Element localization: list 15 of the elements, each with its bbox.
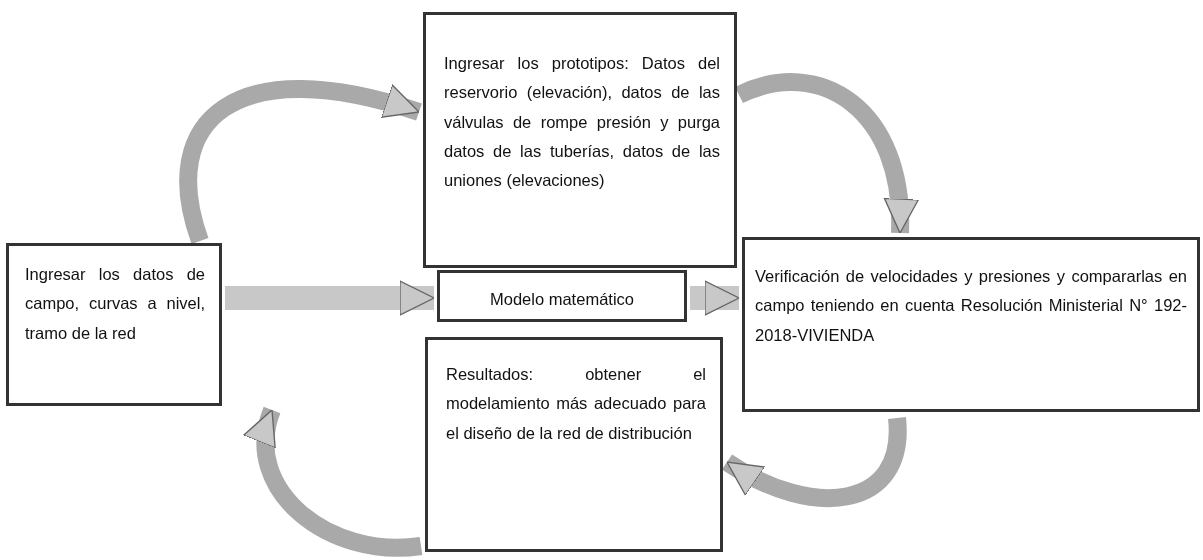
process-box (6, 243, 222, 406)
process-box (425, 337, 723, 552)
block-arrow (690, 280, 740, 316)
process-box (742, 237, 1200, 412)
process-box (437, 270, 687, 322)
process-box (423, 12, 737, 268)
box-text: Modelo matemático (489, 289, 635, 310)
box-text: Ingresar los prototipos: Datos del reservorio (elevación), datos de las válvulas de rompe presión y purga datos de las tuberías, datos de las uniones (elevaciones) (444, 53, 720, 192)
box-text: Resultados: obtener el modelamiento más adecuado para el diseño de la red de distribución (446, 364, 706, 444)
box-text: Ingresar los datos de campo, curvas a nivel, tramo de la red (25, 264, 205, 344)
block-arrow (179, 80, 422, 244)
box-text: Verificación de velocidades y presiones y compararlas en campo teniendo en cuenta Resolución Ministerial N° 192-2018-VIVIENDA (755, 266, 1187, 346)
block-arrow (225, 280, 435, 316)
block-arrow (735, 73, 917, 234)
block-arrow (245, 407, 422, 557)
